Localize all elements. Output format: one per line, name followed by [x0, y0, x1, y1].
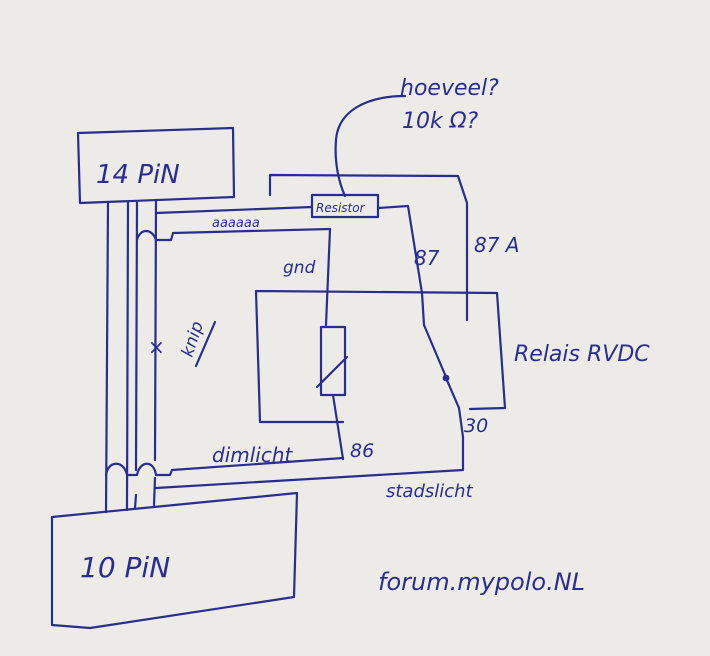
relay-coil-wire-bottom	[331, 393, 345, 461]
wire-vertical-2	[125, 200, 130, 512]
connector-14pin-box	[76, 126, 236, 205]
relay-coil-diagonal	[315, 355, 349, 389]
scribble-label: aaaaaa	[212, 216, 260, 231]
knip-underline	[194, 320, 217, 368]
annotation-question: hoeveel?	[400, 76, 499, 101]
annotation-leader-line	[334, 94, 407, 198]
wire-vertical-1	[104, 201, 110, 514]
gnd-label: gnd	[283, 258, 316, 278]
wire-stadslicht	[154, 435, 465, 490]
relay-switch-to-30	[444, 376, 465, 439]
knip-label: knip	[178, 319, 208, 360]
knip-cut-mark: ×	[148, 335, 165, 359]
wire-resistor-to-87	[376, 204, 424, 295]
dimlicht-label: dimlicht	[212, 443, 294, 467]
watermark-text: forum.mypolo.NL	[378, 568, 585, 596]
stadslicht-label: stadslicht	[386, 481, 474, 502]
wire-vertical-3	[133, 200, 139, 510]
pin86-label: 86	[350, 440, 374, 462]
relay-label: Relais RVDC	[514, 342, 650, 367]
relay-coil	[319, 325, 347, 397]
wire-vertical-4	[152, 198, 158, 507]
wire-crossover-top	[135, 227, 332, 242]
relay-body	[254, 289, 507, 424]
resistor-label: Resistor	[316, 201, 366, 215]
connector-14pin-label: 14 PiN	[96, 160, 180, 190]
wire-87a-loop	[268, 173, 469, 322]
connector-10pin-box	[50, 491, 299, 630]
wire-top	[154, 205, 314, 215]
annotation-resistance: 10k Ω?	[402, 109, 479, 134]
relay-coil-wire-top	[324, 227, 332, 327]
wire-crossover-bottom	[104, 456, 345, 477]
connector-10pin-label: 10 PiN	[80, 551, 170, 584]
pin30-label: 30	[464, 415, 488, 437]
relay-switch-87-contact	[420, 291, 426, 327]
pin87-label: 87	[414, 246, 440, 270]
pin87a-label: 87 A	[474, 233, 520, 257]
relay-switch-arm	[422, 323, 448, 379]
